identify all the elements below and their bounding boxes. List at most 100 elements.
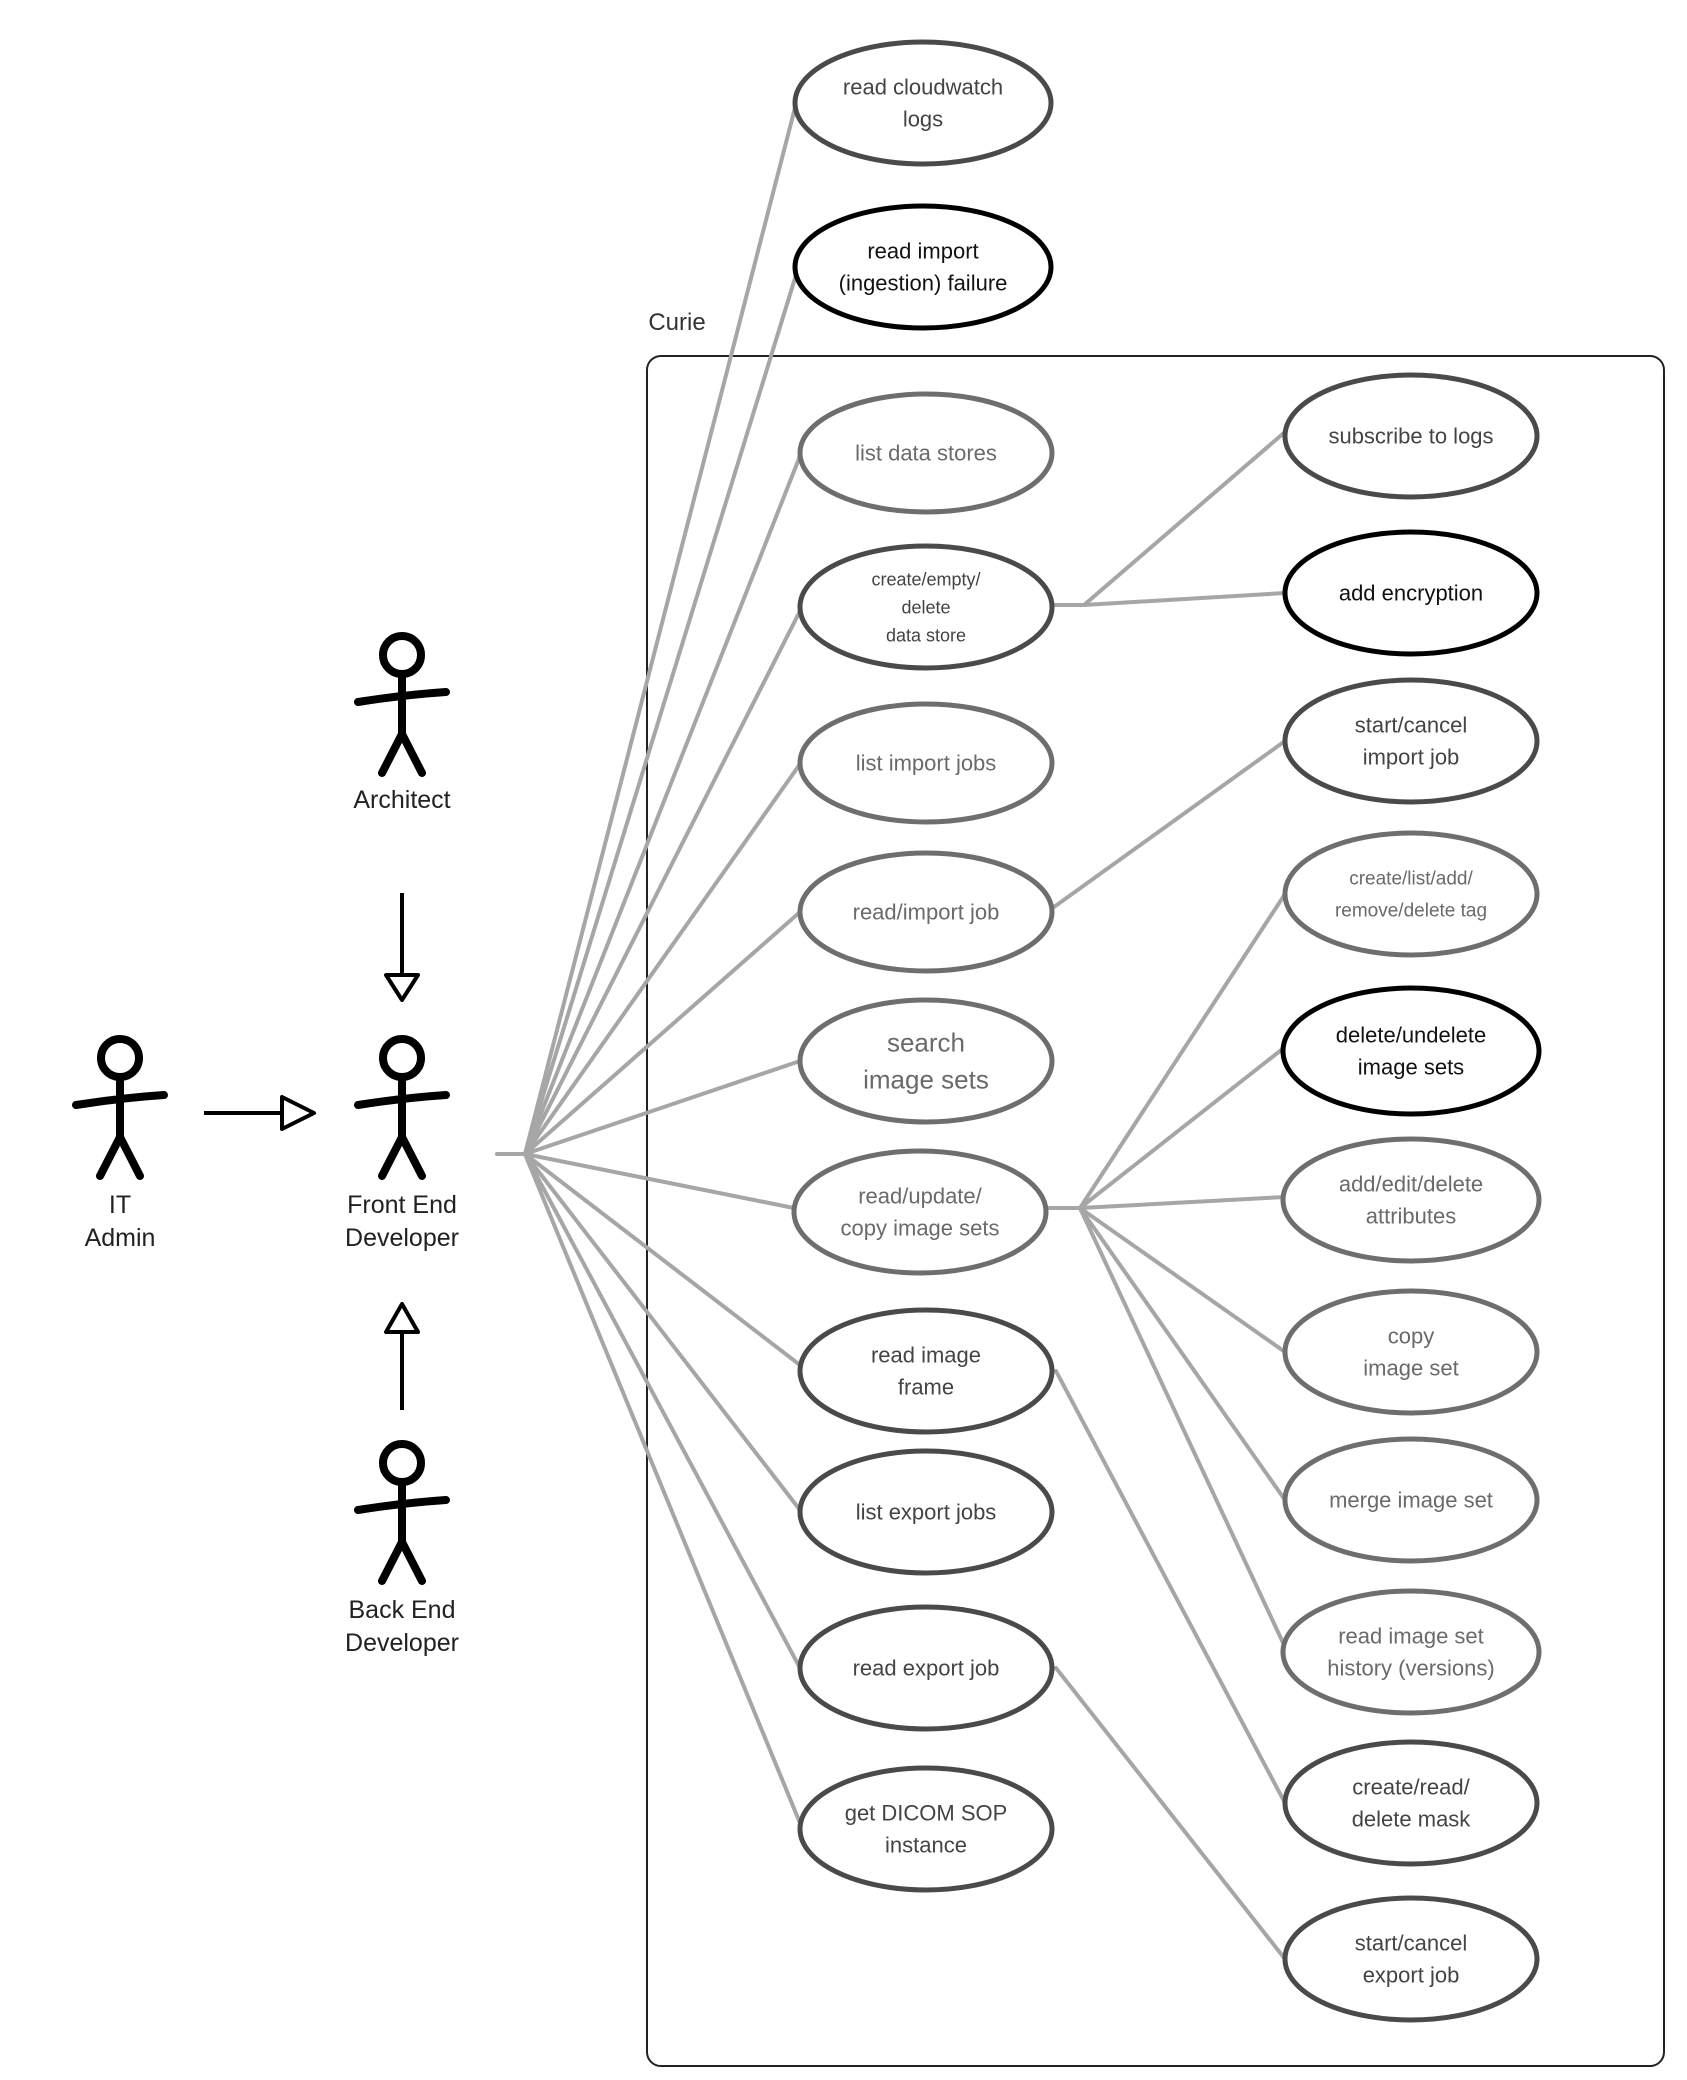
use-case-ellipse <box>797 543 1055 671</box>
use-case-read-image-set-history[interactable]: read image set history (versions) <box>1280 1588 1542 1716</box>
association-line-read-export-job <box>523 1152 802 1670</box>
use-case-label: list import jobs <box>856 751 997 776</box>
extend-line-start-cancel-import-job <box>1052 739 1287 909</box>
use-case-label: frame <box>898 1375 954 1400</box>
use-case-ellipse <box>1280 1588 1542 1716</box>
architect-arrow-head <box>384 973 420 1002</box>
use-case-ellipse <box>1282 677 1540 805</box>
use-case-read-export-job[interactable]: read export job <box>797 1604 1055 1732</box>
use-case-read-import-job[interactable]: read/import job <box>797 850 1055 974</box>
use-case-list-export-jobs[interactable]: list export jobs <box>797 1448 1055 1576</box>
system-title: Curie <box>648 309 705 336</box>
use-case-ellipse <box>792 203 1054 331</box>
use-case-label: image set <box>1363 1356 1458 1381</box>
use-case-label: read/update/ <box>858 1184 982 1209</box>
use-case-ellipse <box>797 391 1055 515</box>
use-case-label: data store <box>886 625 966 645</box>
actor-head <box>379 1440 425 1486</box>
use-case-label: merge image set <box>1329 1488 1493 1513</box>
use-case-ellipse <box>797 1448 1055 1576</box>
use-case-ellipse <box>1282 529 1540 657</box>
actor-head <box>97 1035 143 1081</box>
extend-line-add-encryption <box>1082 591 1287 607</box>
actor-label: Architect <box>353 786 450 814</box>
use-case-ellipse <box>797 1604 1055 1732</box>
actor-label: Developer <box>345 1224 459 1252</box>
use-case-label: import job <box>1363 745 1460 770</box>
use-case-label: read import <box>867 239 978 264</box>
use-case-merge-image-set[interactable]: merge image set <box>1282 1436 1540 1564</box>
extend-line-read-image-set-history <box>1078 1206 1287 1649</box>
use-case-list-data-stores[interactable]: list data stores <box>797 391 1055 515</box>
use-case-read-import-failure[interactable]: read import(ingestion) failure <box>792 203 1054 331</box>
use-case-label: delete <box>901 597 950 617</box>
extend-line-add-edit-delete-attributes <box>1078 1195 1287 1210</box>
extend-line-merge-image-set <box>1078 1206 1287 1502</box>
extend-line-create-list-add-remove-delete-tag <box>1078 892 1287 1210</box>
use-case-ellipse <box>792 39 1054 167</box>
use-case-ellipse <box>1282 372 1540 500</box>
use-case-label: read image <box>871 1343 981 1368</box>
use-case-label: image sets <box>1358 1055 1464 1080</box>
use-case-label: start/cancel <box>1355 1931 1468 1956</box>
use-case-label: list data stores <box>855 441 997 466</box>
actor-label: Developer <box>345 1629 459 1657</box>
actor-body <box>354 670 450 777</box>
extend-line-subscribe-to-logs <box>1082 430 1287 607</box>
use-case-label: copy image sets <box>841 1216 1000 1241</box>
use-case-ellipse <box>797 997 1055 1125</box>
it-admin-arrow-head <box>280 1095 316 1131</box>
use-case-ellipse <box>1282 830 1540 958</box>
use-case-label: copy <box>1388 1324 1434 1349</box>
use-case-label: export job <box>1363 1963 1460 1988</box>
use-case-label: create/read/ <box>1352 1775 1470 1800</box>
use-case-label: read/import job <box>853 900 1000 925</box>
use-case-label: attributes <box>1366 1204 1457 1229</box>
actor-body <box>354 1478 450 1585</box>
use-case-label: read cloudwatch <box>843 75 1003 100</box>
actor-label: Back End <box>348 1596 455 1624</box>
use-case-add-encryption[interactable]: add encryption <box>1282 529 1540 657</box>
extend-line-copy-image-set <box>1078 1206 1287 1354</box>
use-case-ellipse <box>1282 1288 1540 1416</box>
use-case-label: list export jobs <box>856 1500 997 1525</box>
association-line-search-image-sets <box>523 1059 802 1156</box>
use-case-subscribe-to-logs[interactable]: subscribe to logs <box>1282 372 1540 500</box>
use-case-label: get DICOM SOP <box>845 1801 1008 1826</box>
use-case-create-read-delete-mask[interactable]: create/read/delete mask <box>1282 1739 1540 1867</box>
association-line-list-export-jobs <box>523 1152 802 1512</box>
use-case-start-cancel-export-job[interactable]: start/cancel export job <box>1282 1895 1540 2023</box>
use-case-label: read image set <box>1338 1624 1484 1649</box>
use-case-ellipse <box>1282 1895 1540 2023</box>
association-line-read-cloudwatch-logs <box>523 98 799 1156</box>
use-case-read-update-copy-image-sets[interactable]: read/update/copy image sets <box>791 1148 1049 1276</box>
use-case-ellipse <box>791 1148 1049 1276</box>
actor-body <box>354 1073 450 1180</box>
association-line-read-import-failure <box>523 260 802 1156</box>
use-case-read-image-frame[interactable]: read image frame <box>797 1307 1055 1435</box>
actor-label: Front End <box>347 1191 457 1219</box>
system-boundary <box>646 355 1665 2067</box>
use-case-label: subscribe to logs <box>1328 424 1493 449</box>
use-case-ellipse <box>1280 1136 1542 1264</box>
use-case-create-list-add-remove-delete-tag[interactable]: create/list/add/remove/delete tag <box>1282 830 1540 958</box>
use-case-label: history (versions) <box>1327 1656 1494 1681</box>
use-case-copy-image-set[interactable]: copy image set <box>1282 1288 1540 1416</box>
use-case-list-import-jobs[interactable]: list import jobs <box>797 701 1055 825</box>
association-line-read-import-job <box>523 910 802 1156</box>
use-case-ellipse <box>797 701 1055 825</box>
association-line-get-dicom-sop-instance <box>523 1152 802 1825</box>
use-case-label: search <box>887 1028 965 1058</box>
use-case-ellipse <box>1282 1739 1540 1867</box>
